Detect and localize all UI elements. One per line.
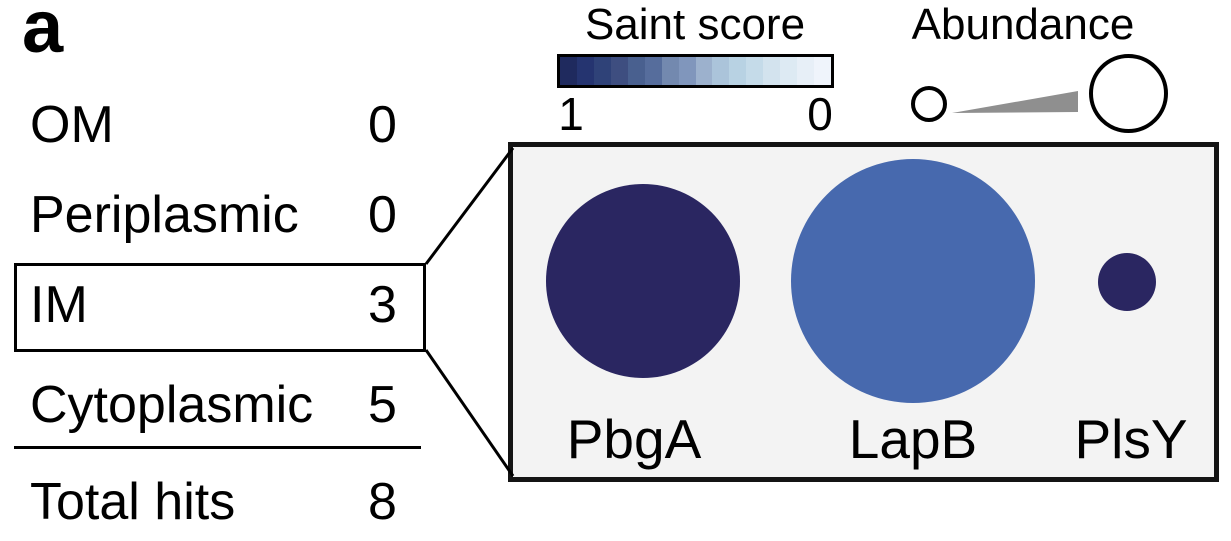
saint-score-colorbar — [557, 54, 834, 88]
saint-score-min-tick: 0 — [807, 88, 833, 140]
zoom-connector-line-top — [424, 147, 515, 265]
zoom-connector-line-bottom — [424, 349, 515, 477]
bubble-plsy — [1098, 253, 1156, 311]
bubble-pbga — [546, 184, 740, 378]
bubble-label-pbga: PbgA — [566, 408, 702, 470]
bubble-label-lapb: LapB — [848, 408, 978, 470]
row-label: Periplasmic — [30, 186, 299, 244]
row-label: OM — [30, 96, 114, 154]
bubble-lapb — [791, 159, 1035, 403]
table-row: Periplasmic 0 — [30, 189, 410, 241]
row-label: Cytoplasmic — [30, 376, 314, 434]
saint-score-max-tick: 1 — [558, 88, 584, 140]
row-label: Total hits — [30, 473, 236, 531]
bubble-label-plsy: PlsY — [1074, 408, 1188, 470]
abundance-small-circle-icon — [911, 86, 947, 122]
row-value: 3 — [368, 276, 397, 334]
total-separator-line — [14, 446, 421, 449]
im-highlight-box — [14, 263, 426, 352]
row-value: 8 — [368, 473, 397, 531]
abundance-wedge-icon — [952, 91, 1078, 113]
table-row: Cytoplasmic 5 — [30, 379, 410, 431]
panel-letter: a — [22, 0, 64, 68]
saint-score-legend-title: Saint score — [584, 0, 806, 49]
table-row: IM 3 — [30, 279, 410, 331]
row-value: 0 — [368, 96, 397, 154]
abundance-large-circle-icon — [1089, 54, 1168, 133]
table-row: OM 0 — [30, 99, 410, 151]
row-label: IM — [30, 276, 88, 334]
row-value: 0 — [368, 186, 397, 244]
abundance-legend-title: Abundance — [911, 0, 1135, 49]
table-row-total: Total hits 8 — [30, 476, 410, 528]
row-value: 5 — [368, 376, 397, 434]
